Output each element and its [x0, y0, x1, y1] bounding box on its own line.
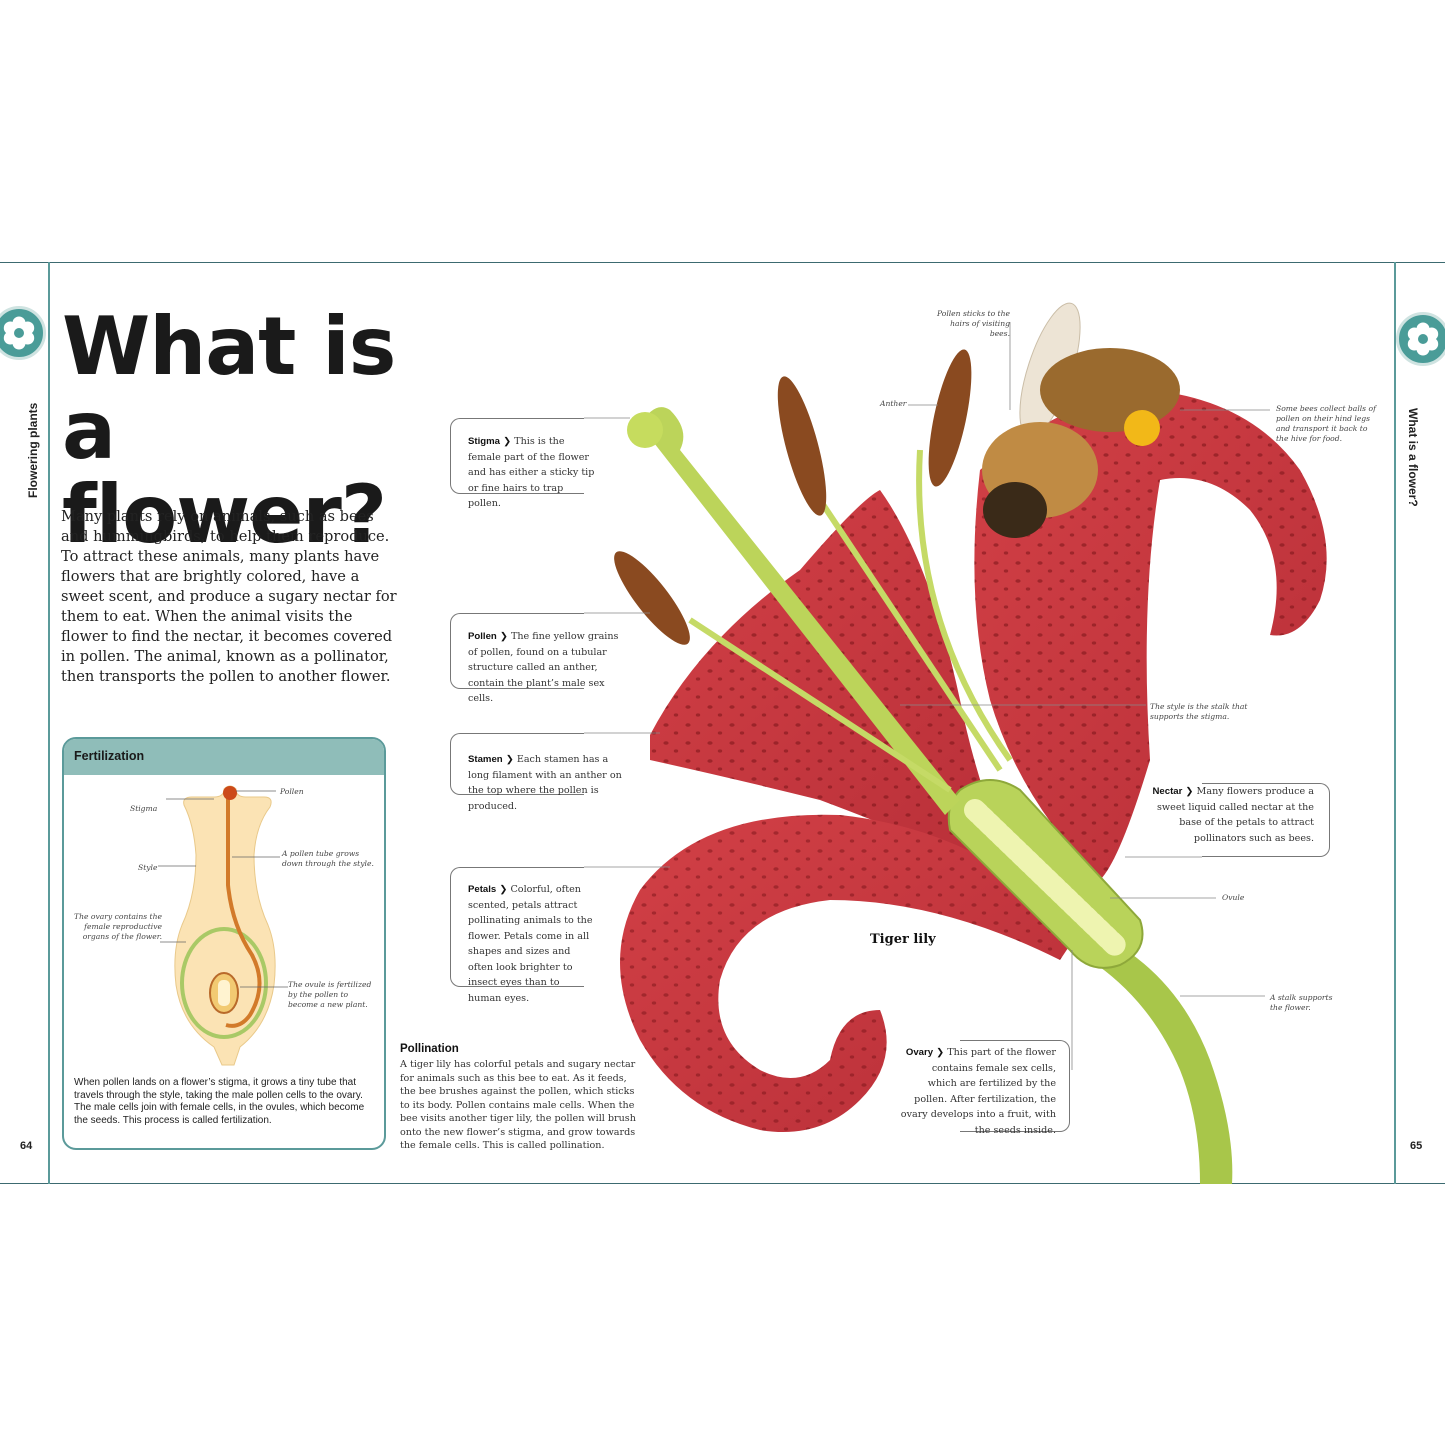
label-style-stalk: The style is the stalk that supports the… — [1150, 702, 1248, 721]
diagram-label-style: Style — [138, 863, 158, 872]
callout-pollen: Pollen ❯ The fine yellow grains of polle… — [468, 629, 628, 707]
flower-badge-icon — [0, 306, 46, 360]
chevron-right-icon: ❯ — [505, 754, 514, 765]
left-margin-rule — [48, 262, 50, 1184]
diagram-label-ovule: The ovule is fertilized by the pollen to… — [288, 980, 372, 1009]
page-number-right: 65 — [1410, 1140, 1423, 1152]
callout-term: Stamen — [468, 754, 503, 765]
chevron-right-icon: ❯ — [503, 436, 512, 447]
callout-text: Colorful, often scented, petals attract … — [468, 884, 593, 1004]
callout-bracket — [450, 867, 584, 987]
flower-badge-icon — [1396, 312, 1445, 366]
chevron-right-icon: ❯ — [1185, 786, 1194, 797]
label-pollen-sticks: Pollen sticks to the hairs of visiting b… — [936, 309, 1010, 338]
label-anther: Anther — [880, 399, 907, 408]
callout-text: Each stamen has a long filament with an … — [468, 754, 622, 812]
right-margin-rule — [1394, 262, 1396, 1184]
label-ovule: Ovule — [1222, 893, 1245, 902]
callout-ovary: Ovary ❯ This part of the flower contains… — [900, 1045, 1056, 1138]
callout-petals: Petals ❯ Colorful, often scented, petals… — [468, 882, 594, 1006]
callout-stigma: Stigma ❯ This is the female part of the … — [468, 434, 598, 512]
callout-bracket — [450, 733, 584, 795]
callout-term: Nectar — [1152, 786, 1183, 797]
callout-stamen: Stamen ❯ Each stamen has a long filament… — [468, 752, 628, 814]
diagram-label-pollen-tube: A pollen tube grows down through the sty… — [282, 849, 374, 868]
callout-bracket — [960, 1040, 1070, 1132]
fertilization-diagram — [158, 785, 288, 1066]
callout-nectar: Nectar ❯ Many flowers produce a sweet li… — [1150, 784, 1314, 846]
callout-text: This part of the flower contains female … — [900, 1047, 1056, 1136]
fertilization-panel: Fertilization Stigma Pollen Style A poll… — [62, 737, 386, 1150]
section-tab-right: What is a flower? — [1406, 408, 1420, 507]
chevron-right-icon: ❯ — [499, 631, 508, 642]
callout-bracket — [450, 613, 584, 689]
page-title: What is a flower? — [62, 300, 396, 561]
callout-bracket — [1202, 783, 1330, 857]
callout-text: The fine yellow grains of pollen, found … — [468, 631, 619, 704]
callout-text: This is the female part of the flower an… — [468, 436, 595, 509]
label-stalk: A stalk supports the flower. — [1270, 993, 1333, 1012]
pollination-text: A tiger lily has colorful petals and sug… — [400, 1059, 636, 1151]
page-number-left: 64 — [20, 1140, 33, 1152]
label-bees-collect: Some bees collect balls of pollen on the… — [1276, 404, 1376, 443]
section-tab-left: Flowering plants — [26, 402, 40, 498]
callout-text: Many flowers produce a sweet liquid call… — [1157, 786, 1314, 844]
fertilization-heading: Fertilization — [64, 739, 384, 775]
callout-term: Stigma — [468, 436, 500, 447]
chevron-right-icon: ❯ — [499, 884, 508, 895]
intro-paragraph: Many plants rely on animals, such as bee… — [61, 508, 397, 685]
plant-name: Tiger lily — [870, 932, 936, 947]
pollination-heading: Pollination — [400, 1043, 459, 1055]
callout-term: Petals — [468, 884, 497, 895]
callout-bracket — [450, 418, 584, 494]
callout-term: Pollen — [468, 631, 497, 642]
diagram-label-stigma: Stigma — [130, 804, 158, 813]
chevron-right-icon: ❯ — [936, 1047, 945, 1058]
fertilization-caption: When pollen lands on a flower’s stigma, … — [74, 1077, 365, 1126]
diagram-label-ovary: The ovary contains the female reproducti… — [74, 912, 162, 941]
diagram-label-pollen: Pollen — [280, 787, 304, 796]
callout-term: Ovary — [905, 1047, 934, 1058]
